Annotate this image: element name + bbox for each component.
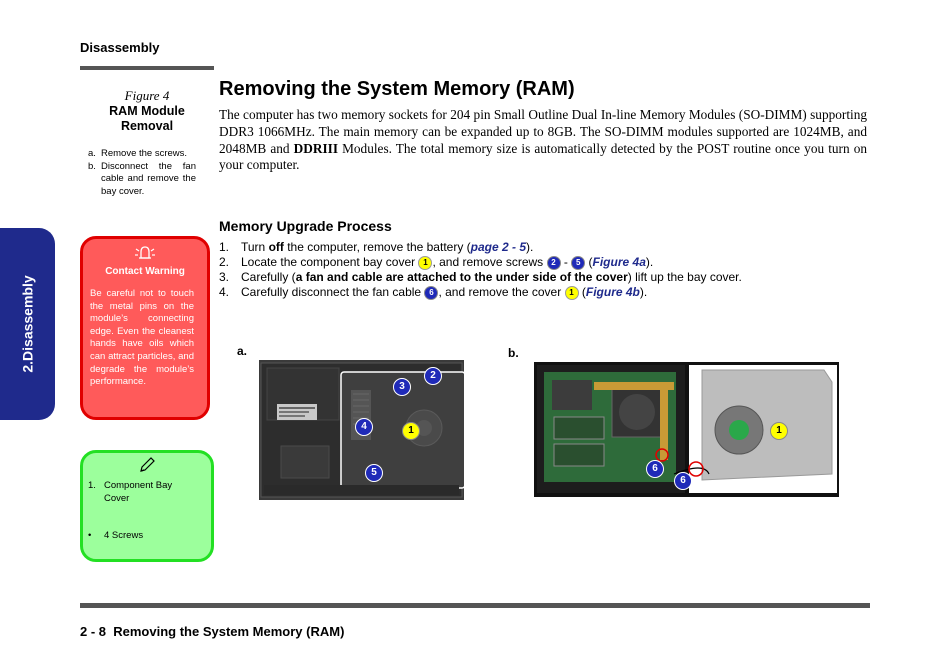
step-number: 4.: [219, 285, 230, 299]
step-text: (: [585, 255, 593, 269]
callout-1-icon: 1: [770, 422, 788, 440]
figure-step-label: b.: [88, 160, 96, 172]
note-item-label: 1.: [88, 480, 96, 491]
callout-5-icon: 5: [571, 255, 586, 270]
step-text: Turn: [241, 240, 269, 254]
figure-caption: Figure 4 RAM Module Removal: [80, 88, 214, 134]
laptop-bottom-photo: 2 3 4 1 5: [259, 360, 466, 500]
figure-step-text: Remove the screws.: [101, 148, 188, 159]
step-text: ).: [645, 255, 654, 269]
figure-link[interactable]: Figure 4b: [585, 285, 640, 299]
callout-3-icon: 3: [393, 378, 411, 396]
footer-title: Removing the System Memory (RAM): [113, 624, 345, 639]
warning-text: Be careful not to touch the metal pins o…: [90, 288, 194, 388]
section-header: Disassembly: [80, 40, 160, 55]
side-tab-label: 2.Disassembly: [19, 275, 36, 373]
step-text: , and remove screws: [432, 255, 547, 269]
callout-2-icon: 2: [424, 367, 442, 385]
upgrade-step: 4. Carefully disconnect the fan cable 6,…: [219, 285, 879, 300]
step-text: ).: [639, 285, 648, 299]
callout-6-icon: 6: [674, 472, 692, 490]
intro-text: Modules. The total memory size is automa…: [219, 140, 867, 173]
warning-title: Contact Warning: [105, 266, 185, 277]
page-title: Removing the System Memory (RAM): [219, 78, 575, 100]
figure-b-label: b.: [508, 346, 519, 360]
note-item: 1. Component Bay Cover: [88, 480, 200, 505]
figure-link[interactable]: Figure 4a: [592, 255, 646, 269]
note-item-text: 4 Screws: [104, 530, 144, 541]
figure-title-line2: Removal: [120, 119, 174, 133]
callout-1-icon: 1: [402, 422, 420, 440]
note-item: • 4 Screws: [88, 530, 200, 541]
callout-1-icon: 1: [418, 255, 433, 270]
callout-2-icon: 2: [546, 255, 561, 270]
callout-1-icon: 1: [564, 285, 579, 300]
page-number: 2 - 8: [80, 624, 107, 639]
callout-6-icon: 6: [646, 460, 664, 478]
side-tab-label-wrap: 2.Disassembly: [0, 228, 55, 420]
page-link[interactable]: page 2 - 5: [470, 240, 527, 254]
figure-step: b. Disconnect the fan cable and remove t…: [88, 161, 196, 199]
bottom-rule: [80, 603, 870, 608]
figure-number: Figure 4: [124, 88, 170, 103]
top-rule: [80, 66, 214, 70]
step-text: Locate the component bay cover: [241, 255, 419, 269]
note-item-label: •: [88, 530, 92, 541]
step-text: ).: [526, 240, 534, 254]
side-tab: [0, 228, 55, 420]
figure-a-label: a.: [237, 344, 248, 358]
step-bold: a fan and cable are attached to the unde…: [295, 270, 628, 284]
warning-bell-icon: [80, 244, 210, 267]
figure-steps: a. Remove the screws. b. Disconnect the …: [88, 148, 196, 198]
upgrade-steps: 1. Turn off the computer, remove the bat…: [219, 240, 879, 300]
contact-warning-box: [80, 236, 210, 420]
step-text: -: [560, 255, 572, 269]
upgrade-step: 2. Locate the component bay cover 1, and…: [219, 255, 879, 270]
open-bay-photo: 6 6 1: [534, 362, 839, 497]
page-footer: 2 - 8 Removing the System Memory (RAM): [80, 624, 344, 639]
upgrade-step: 1. Turn off the computer, remove the bat…: [219, 240, 879, 255]
figure-step-text: Disconnect the fan cable and remove the …: [101, 160, 196, 197]
intro-text: The computer has two memory sockets for …: [219, 107, 867, 156]
subheading: Memory Upgrade Process: [219, 218, 392, 234]
step-text: the computer, remove the battery (: [283, 240, 471, 254]
callout-5-icon: 5: [365, 464, 383, 482]
step-text: Carefully disconnect the fan cable: [241, 285, 425, 299]
upgrade-step: 3. Carefully (a fan and cable are attach…: [219, 270, 879, 285]
intro-paragraph: The computer has two memory sockets for …: [219, 107, 867, 174]
figure-step: a. Remove the screws.: [88, 148, 196, 161]
callout-6-icon: 6: [424, 285, 439, 300]
step-bold: off: [268, 240, 284, 254]
step-number: 2.: [219, 255, 230, 269]
intro-bold: DDRIII: [293, 140, 338, 156]
step-text: Carefully (: [241, 270, 296, 284]
step-number: 3.: [219, 270, 230, 284]
pencil-icon: [80, 456, 214, 479]
step-number: 1.: [219, 240, 230, 254]
callout-4-icon: 4: [355, 418, 373, 436]
figure-step-label: a.: [88, 148, 96, 159]
step-text: (: [578, 285, 586, 299]
step-text: , and remove the cover: [438, 285, 565, 299]
note-item-text: Component Bay Cover: [104, 480, 173, 504]
figure-title-line1: RAM Module: [109, 104, 185, 118]
step-text: ) lift up the bay cover.: [627, 270, 742, 284]
